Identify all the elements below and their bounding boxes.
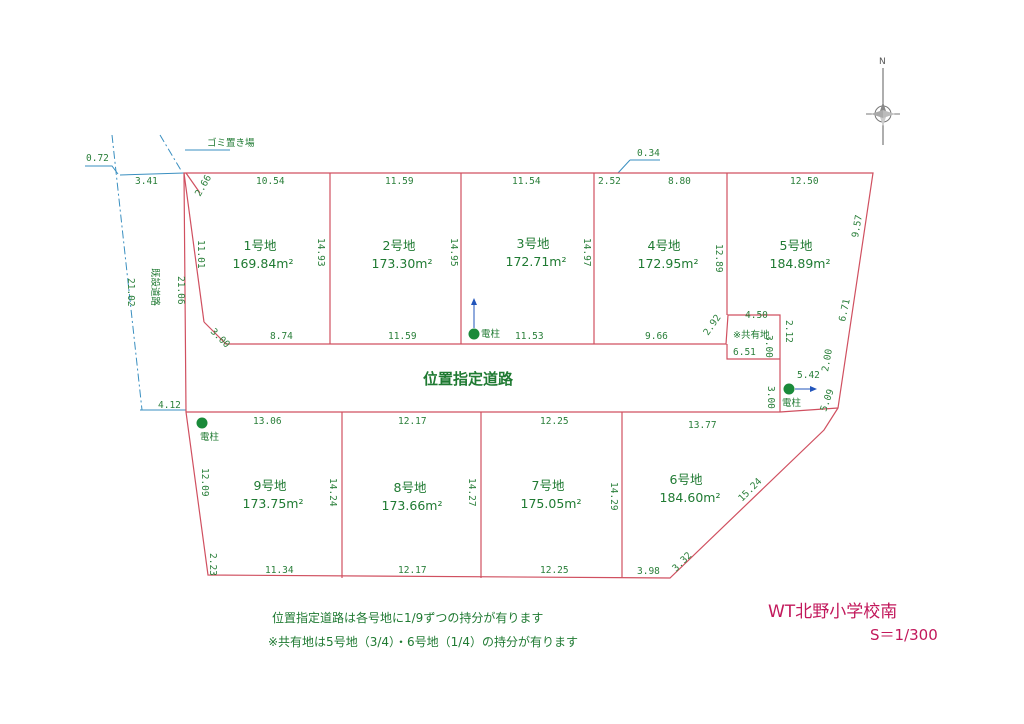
lot-8-area: 173.66m²: [382, 498, 443, 513]
dim-3-00-mid: 3.00: [763, 335, 774, 358]
dim-12-17-top: 12.17: [398, 416, 427, 427]
dim-3-00-left: 3.00: [208, 326, 232, 350]
dim-4-50: 4.50: [745, 310, 768, 321]
dim-11-59-top: 11.59: [385, 176, 414, 187]
scale-label: S＝1/300: [870, 626, 938, 644]
road-label: 位置指定道路: [423, 370, 514, 388]
lot-3-area: 172.71m²: [506, 254, 567, 269]
dim-14-24: 14.24: [327, 478, 338, 507]
dim-21-06: 21.06: [175, 276, 186, 305]
dim-2-66: 2.66: [193, 173, 214, 199]
dim-12-17-bottom: 12.17: [398, 565, 427, 576]
dim-12-25-bottom: 12.25: [540, 565, 569, 576]
dim-2-92: 2.92: [701, 313, 723, 338]
lot-1-area: 169.84m²: [233, 256, 294, 271]
lot-labels: 1号地 169.84m² 2号地 173.30m² 3号地 172.71m² 4…: [233, 236, 831, 513]
dim-3-41: 3.41: [135, 176, 158, 187]
pole-marker-2: [783, 383, 795, 395]
dim-0-34: 0.34: [637, 148, 660, 159]
dim-6-71: 6.71: [837, 298, 853, 323]
dim-2-52: 2.52: [598, 176, 621, 187]
lot-8-name: 8号地: [394, 480, 427, 495]
common-land-label: ※共有地: [733, 329, 770, 341]
dim-6-51: 6.51: [733, 347, 756, 358]
lot-4-name: 4号地: [648, 238, 681, 253]
dim-4-12: 4.12: [158, 400, 181, 411]
lot-9-name: 9号地: [254, 478, 287, 493]
dim-14-93: 14.93: [315, 238, 326, 267]
lot-5-name: 5号地: [780, 238, 813, 253]
dim-2-00: 2.00: [820, 348, 835, 373]
pole-label-3: 電柱: [200, 431, 220, 443]
project-title: WT北野小学校南: [768, 602, 897, 622]
dim-3-00-right: 3.00: [765, 386, 776, 409]
dim-11-54: 11.54: [512, 176, 541, 187]
lot-9-area: 173.75m²: [243, 496, 304, 511]
dim-10-54: 10.54: [256, 176, 285, 187]
lot-5-area: 184.89m²: [770, 256, 831, 271]
lot-boundaries: [183, 172, 874, 579]
dim-12-89: 12.89: [713, 244, 724, 273]
dimension-labels: 0.72 3.41 2.66 10.54 11.59 11.54 2.52 8.…: [86, 148, 865, 577]
dim-12-09: 12.09: [199, 468, 210, 497]
lot-2-area: 173.30m²: [372, 256, 433, 271]
existing-road-label: 既設道路: [149, 268, 161, 307]
dim-11-01: 11.01: [195, 240, 206, 269]
dim-5-42: 5.42: [797, 370, 820, 381]
note-line-1: 位置指定道路は各号地に1/9ずつの持分が有ります: [272, 610, 543, 625]
pole-marker-3: [196, 417, 208, 429]
north-arrow-icon: N: [866, 57, 900, 145]
dim-0-72: 0.72: [86, 153, 109, 164]
dim-14-95: 14.95: [448, 238, 459, 267]
dim-12-50: 12.50: [790, 176, 819, 187]
pole-arrowhead-2: [810, 386, 817, 392]
dim-9-57: 9.57: [850, 214, 865, 238]
lot-4-area: 172.95m²: [638, 256, 699, 271]
pole-label-2: 電柱: [782, 397, 802, 409]
dim-8-80: 8.80: [668, 176, 691, 187]
pole-arrowhead-1: [471, 298, 477, 305]
dim-13-77: 13.77: [688, 420, 717, 431]
north-label: N: [879, 57, 886, 67]
dim-9-66: 9.66: [645, 331, 668, 342]
dim-12-25-top: 12.25: [540, 416, 569, 427]
pole-marker-1: [468, 328, 480, 340]
dim-11-59-bottom: 11.59: [388, 331, 417, 342]
pole-label-1: 電柱: [481, 328, 501, 340]
dim-3-32: 3.32: [670, 550, 694, 574]
dim-14-97: 14.97: [581, 238, 592, 267]
dim-5-09: 5.09: [818, 388, 836, 414]
lot-6-area: 184.60m²: [660, 490, 721, 505]
lot-2-name: 2号地: [383, 238, 416, 253]
existing-road-lines: [111, 134, 183, 411]
dim-2-12: 2.12: [783, 320, 794, 343]
dim-8-74: 8.74: [270, 331, 293, 342]
dim-21-02: 21.02: [125, 278, 136, 307]
dim-2-23: 2.23: [207, 553, 218, 576]
lot-1-name: 1号地: [244, 238, 277, 253]
aux-lines: [85, 149, 660, 411]
utility-poles: 電柱 電柱 電柱: [196, 298, 817, 443]
lot-6-name: 6号地: [670, 472, 703, 487]
dim-14-29: 14.29: [608, 482, 619, 511]
dim-11-34: 11.34: [265, 565, 294, 576]
note-line-2: ※共有地は5号地（3/4）・6号地（1/4）の持分が有ります: [268, 634, 578, 649]
lot-7-name: 7号地: [532, 478, 565, 493]
dim-3-98: 3.98: [637, 566, 660, 577]
dim-13-06: 13.06: [253, 416, 282, 427]
lot-7-area: 175.05m²: [521, 496, 582, 511]
lot-3-name: 3号地: [517, 236, 550, 251]
garbage-label: ゴミ置き場: [207, 137, 255, 149]
dim-14-27: 14.27: [466, 478, 477, 507]
dim-11-53: 11.53: [515, 331, 544, 342]
